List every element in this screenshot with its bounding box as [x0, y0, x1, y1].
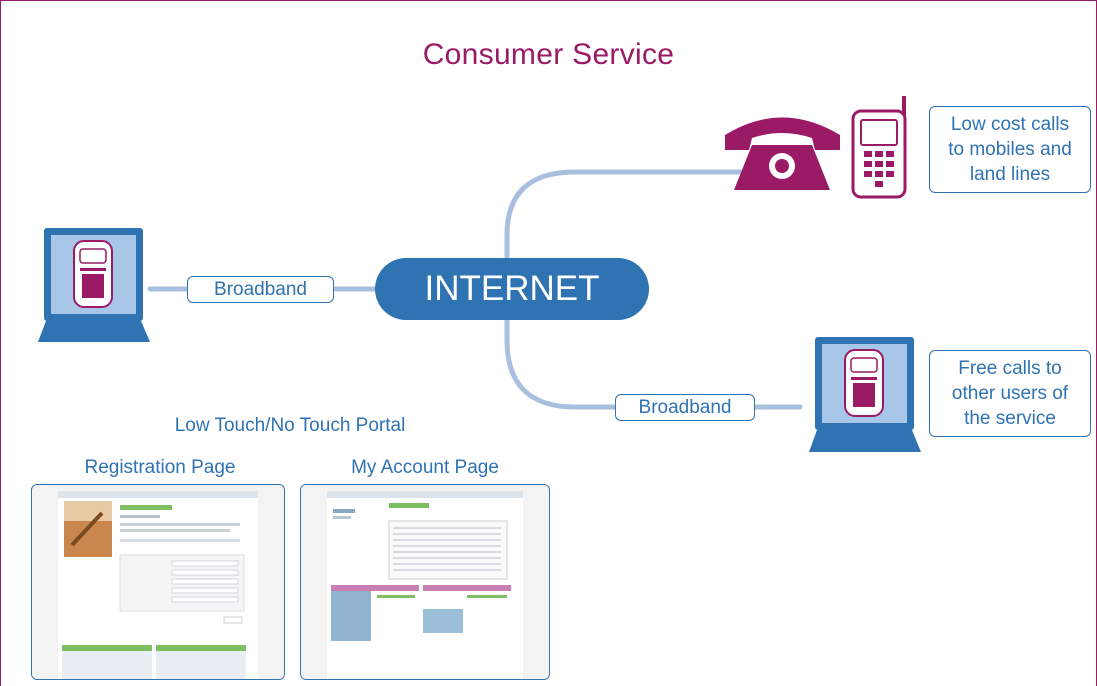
phones-caption-line: to mobiles and	[948, 139, 1072, 160]
phones-caption-line: Low cost calls	[950, 114, 1070, 135]
mobile-phone-icon	[851, 96, 907, 199]
phones-caption-line: land lines	[969, 164, 1051, 185]
registration-page-thumbnail[interactable]	[31, 484, 285, 680]
connector-bottom	[504, 317, 803, 410]
desk-phone-icon	[725, 117, 840, 190]
phones-caption-box: Low cost calls to mobiles and land lines	[929, 106, 1091, 193]
portal-heading: Low Touch/No Touch Portal	[174, 415, 406, 436]
account-heading: My Account Page	[351, 457, 499, 478]
laptop-softphone-icon	[809, 337, 921, 452]
account-page-thumbnail[interactable]	[300, 484, 550, 680]
registration-thumbnail-art	[32, 485, 284, 679]
users-caption-line: other users of	[951, 383, 1069, 404]
internet-node: INTERNET	[375, 258, 649, 320]
broadband-label-left: Broadband	[187, 276, 334, 303]
laptop-softphone-icon	[38, 228, 150, 342]
diagram-title: Consumer Service	[422, 38, 675, 71]
broadband-label-right: Broadband	[615, 394, 755, 421]
users-caption-line: the service	[964, 408, 1056, 429]
account-thumbnail-art	[301, 485, 549, 679]
registration-heading: Registration Page	[84, 457, 236, 478]
connector-top	[504, 169, 743, 261]
users-caption-box: Free calls to other users of the service	[929, 350, 1091, 437]
users-caption-line: Free calls to	[958, 358, 1062, 379]
